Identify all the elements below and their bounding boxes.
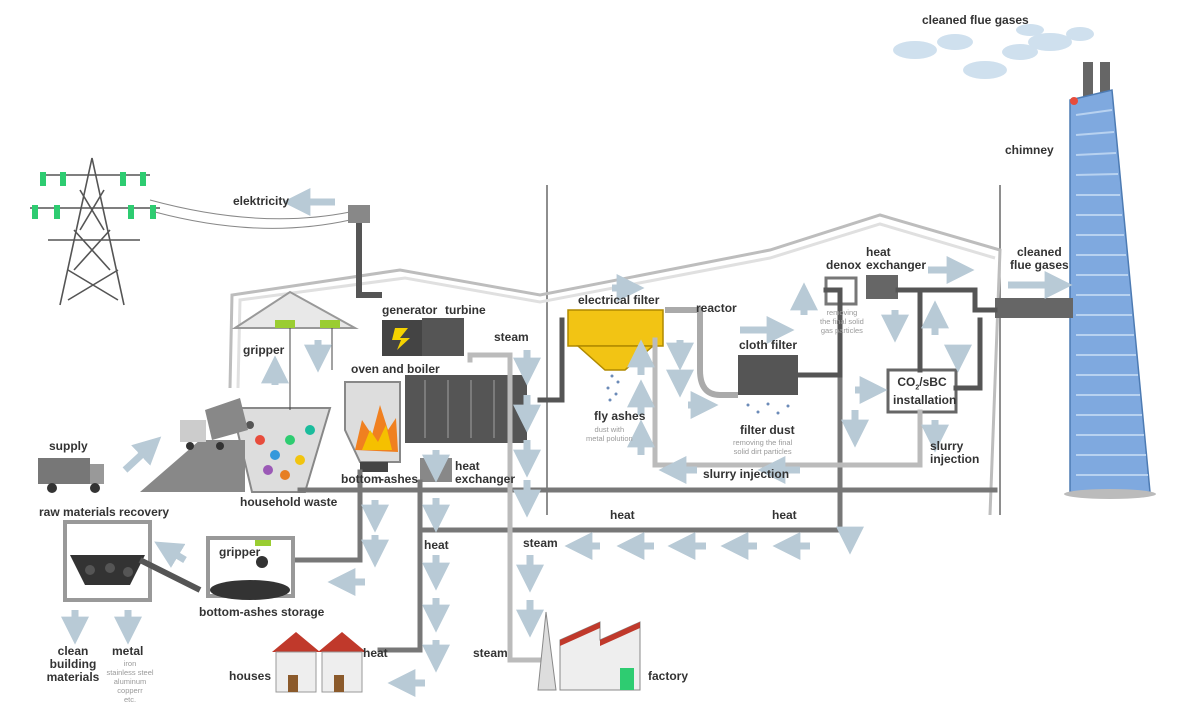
chimney-label: chimney	[1005, 143, 1054, 157]
houses-graphic	[272, 632, 366, 693]
gripper-label-1: gripper	[243, 343, 285, 357]
household-waste-label: household waste	[240, 495, 338, 509]
co2-installation-b: /sBC	[919, 375, 947, 389]
metal-list-sublabel: iron stainless steel aluminum copperr et…	[106, 659, 154, 704]
steam-label-2: steam	[523, 536, 558, 550]
flow-arrows	[61, 188, 1073, 697]
pipes	[292, 287, 998, 663]
bottom-ashes-storage-label: bottom-ashes storage	[199, 605, 325, 619]
ramp	[140, 440, 245, 492]
cleaned-flue-gases-side-label: cleaned flue gases	[1010, 245, 1069, 272]
chimney-graphic	[1064, 62, 1156, 499]
gripper-label-2: gripper	[219, 545, 261, 559]
raw-materials-recovery-label: raw materials recovery	[39, 505, 170, 519]
cleaned-flue-gas-clouds	[893, 24, 1094, 79]
steam-label-1: steam	[494, 330, 529, 344]
reactor-label: reactor	[696, 301, 737, 315]
co2-installation-label: CO2/sBC installation	[893, 375, 956, 407]
co2-installation-sub: 2	[915, 384, 920, 392]
reactor	[665, 307, 738, 398]
heat-label-c: heat	[424, 538, 449, 552]
transformer	[348, 205, 370, 223]
metal-label: metal	[112, 644, 144, 658]
bottom-label: bottom	[341, 472, 382, 486]
factory-label: factory	[648, 669, 689, 683]
oven-and-boiler-label: oven and boiler	[351, 362, 440, 376]
bottom-ashes-storage-unit	[206, 536, 295, 600]
heat-exchanger-top-label: heat exchanger	[866, 245, 927, 272]
cloth-filter-label: cloth filter	[739, 338, 798, 352]
turbine-label: turbine	[445, 303, 486, 317]
co2-installation-a: CO	[897, 375, 916, 389]
slurry-injection-mid-label: slurry injection	[703, 467, 790, 481]
removing-gas-sublabel: removing the final solid gas particles	[820, 308, 864, 335]
clean-building-materials-label: clean building materials	[46, 644, 100, 684]
houses-label: houses	[229, 669, 272, 683]
steam-label-3: steam	[473, 646, 508, 660]
removing-dirt-sublabel: removing the final solid dirt particles	[733, 438, 793, 456]
waste-items	[246, 421, 315, 480]
raw-materials-recovery-unit	[63, 520, 202, 602]
power-line	[149, 199, 351, 220]
flue-pipe-to-chimney	[995, 298, 1073, 318]
waste-bunker	[230, 407, 332, 493]
supply-label: supply	[49, 439, 88, 453]
slurry-injection-right-label: slurry injection	[930, 439, 980, 466]
electricity-pylon	[30, 157, 160, 306]
dust-metal-sublabel: dust with metal polution	[586, 425, 633, 443]
heat-exchanger-top	[866, 275, 898, 299]
electrical-filter-label: electrical filter	[578, 293, 660, 307]
turbine	[422, 318, 464, 356]
heat-exchanger-low-label: heat exchanger	[455, 459, 516, 486]
generator-label: generator	[382, 303, 438, 317]
ashes-label: -ashes	[380, 472, 419, 486]
dump-truck	[180, 398, 248, 450]
cleaned-flue-gases-top-label: cleaned flue gases	[922, 13, 1029, 27]
filter-dust-label: filter dust	[740, 423, 795, 437]
heat-label-d: heat	[363, 646, 388, 660]
elektricity-label: elektricity	[233, 194, 290, 208]
fly-ashes-label: fly ashes	[594, 409, 646, 423]
cloth-filter	[738, 355, 798, 395]
generator-cable	[356, 223, 382, 298]
supply-truck	[38, 458, 104, 493]
electrical-filter	[567, 309, 664, 347]
factory-graphic	[537, 611, 641, 691]
co2-installation-c: installation	[893, 393, 957, 408]
heat-label-b: heat	[772, 508, 797, 522]
denox-label: denox	[826, 258, 862, 272]
plant-building-outline	[228, 213, 1002, 516]
heat-label-a: heat	[610, 508, 635, 522]
plant-building-inner	[236, 222, 996, 389]
